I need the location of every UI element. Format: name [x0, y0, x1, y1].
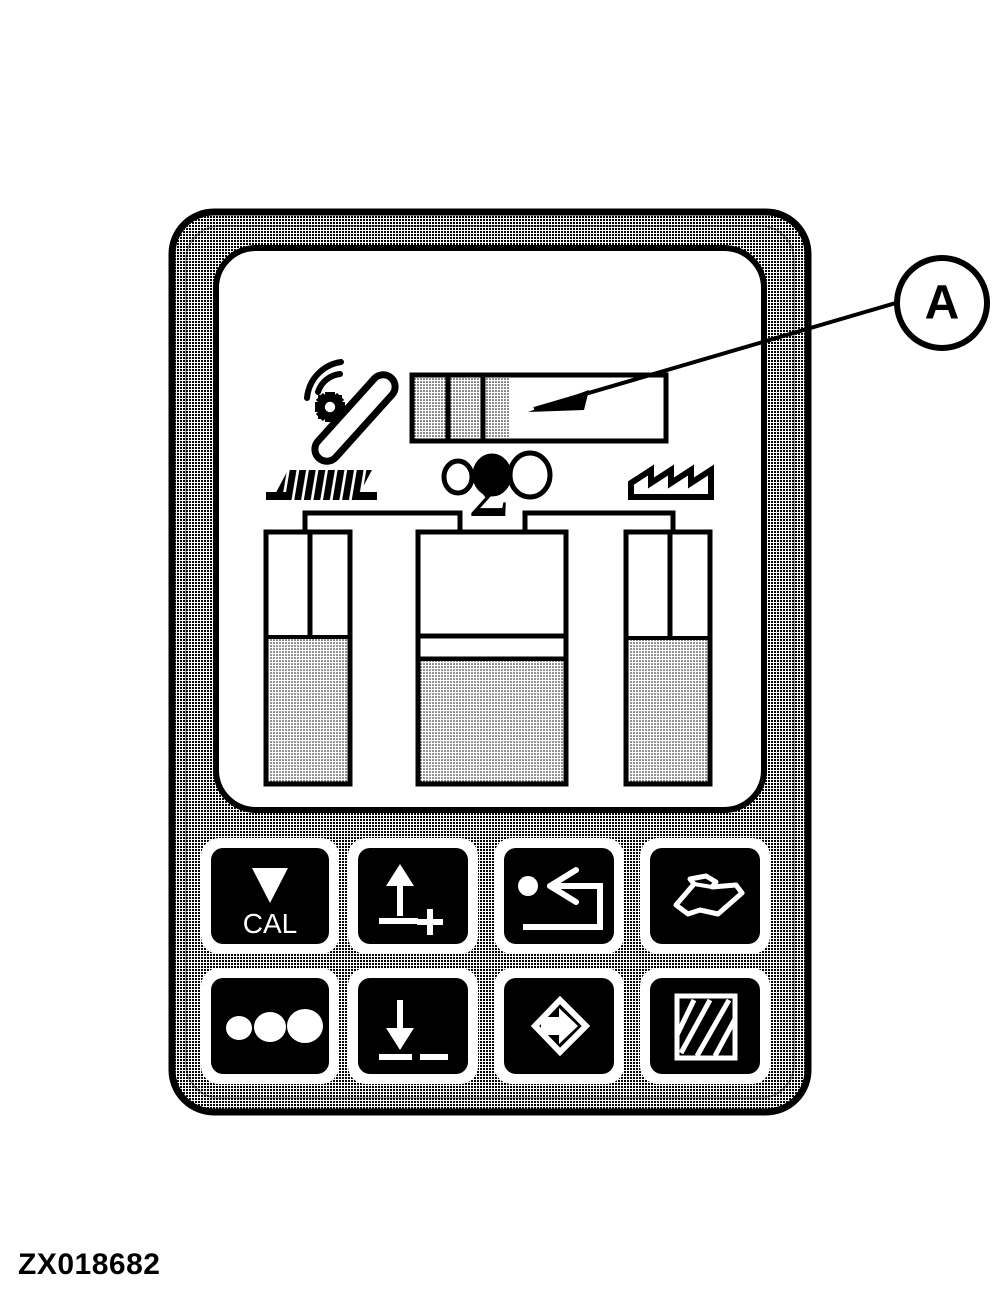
hatched-square-icon — [674, 993, 738, 1061]
field-map-button[interactable] — [640, 838, 770, 954]
callout-leader-line — [528, 298, 907, 412]
triangle-down-icon — [252, 868, 288, 903]
factory-icon — [628, 464, 714, 500]
left-gauge — [263, 529, 353, 787]
indicator-dots — [441, 450, 553, 500]
center-gauge — [415, 529, 569, 787]
area-hatch-button[interactable] — [640, 968, 770, 1084]
cal-button[interactable]: CAL — [201, 838, 339, 954]
three-dots-icon — [226, 1009, 323, 1043]
wand-gear-icon — [304, 359, 399, 465]
keypad: CAL — [201, 838, 770, 1084]
field-rows-icon — [266, 470, 377, 500]
lower-decrease-button[interactable] — [348, 968, 478, 1084]
arrow-diamond-icon — [530, 995, 591, 1057]
raise-increase-button[interactable] — [348, 838, 478, 954]
arrow-up-plus-icon — [379, 864, 443, 935]
gauge-connector-brackets — [302, 510, 676, 537]
cal-button-label: CAL — [243, 908, 297, 939]
return-enter-button[interactable] — [494, 838, 624, 954]
callout-balloon-a: A — [894, 255, 990, 351]
transfer-button[interactable] — [494, 968, 624, 1084]
arrow-down-minus-icon — [379, 1000, 448, 1060]
return-arrow-dot-icon — [518, 867, 603, 930]
field-map-icon — [673, 873, 745, 917]
right-gauge — [623, 529, 713, 787]
callout-balloon-letter: A — [925, 277, 960, 330]
indicator-dot-large — [507, 450, 553, 500]
dots-button[interactable] — [201, 968, 339, 1084]
sum-symbol: Σ — [469, 463, 508, 529]
indicator-dot-small — [441, 458, 475, 496]
figure-id-label: ZX018682 — [18, 1248, 161, 1281]
